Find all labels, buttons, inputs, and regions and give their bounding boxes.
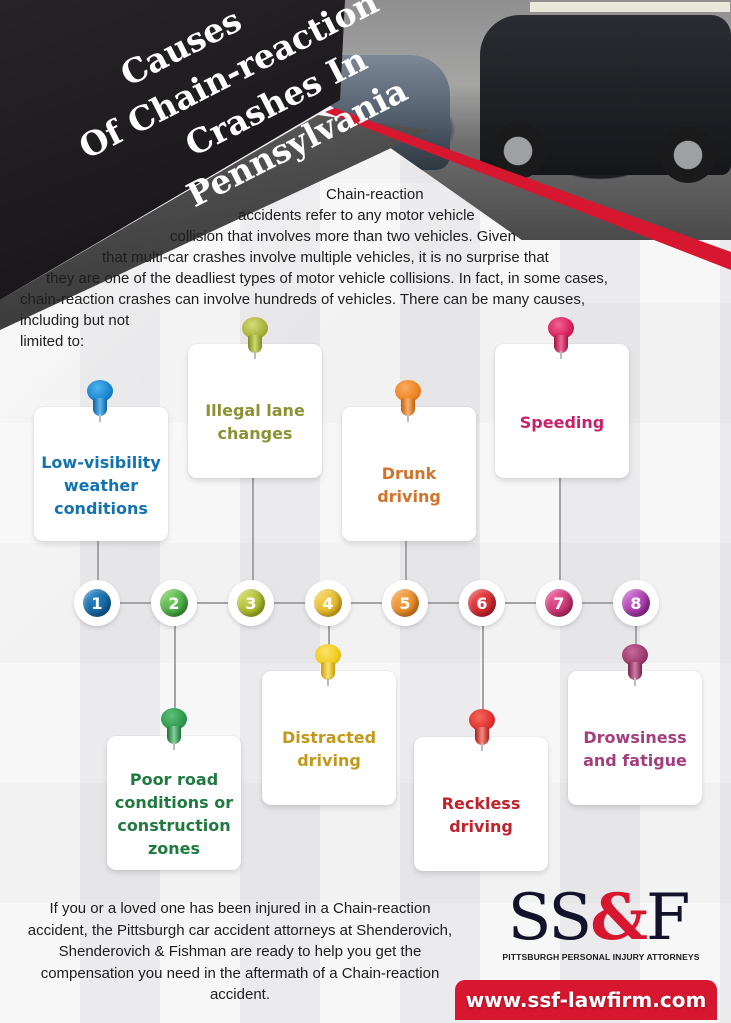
pushpin-icon xyxy=(315,644,341,688)
intro-line: chain-reaction crashes can involve hundr… xyxy=(20,291,586,308)
cause-label: Reckless driving xyxy=(441,794,521,836)
cause-card-6: Reckless driving xyxy=(414,737,548,871)
intro-line: including but not xyxy=(20,312,130,329)
pushpin-icon xyxy=(161,708,187,752)
cause-card-1: Low-visibility weather conditions xyxy=(34,407,168,541)
cause-label: Speeding xyxy=(519,412,605,432)
connector-line xyxy=(97,540,99,602)
pushpin-icon xyxy=(242,317,268,361)
intro-line: limited to: xyxy=(20,333,85,350)
intro-paragraph: Chain-reaction accidents refer to any mo… xyxy=(20,184,700,352)
intro-line: they are one of the deadliest types of m… xyxy=(46,270,608,287)
cause-card-2: Poor road conditions or construction zon… xyxy=(107,736,241,870)
logo-f: F xyxy=(645,881,690,955)
connector-line xyxy=(635,604,637,648)
photo-wheel xyxy=(660,127,716,183)
pushpin-icon xyxy=(469,709,495,753)
timeline-node-3: 3 xyxy=(228,580,274,626)
cause-card-7: Speeding xyxy=(495,344,629,478)
connector-line xyxy=(174,604,176,710)
timeline-node-4: 4 xyxy=(305,580,351,626)
cause-card-5: Drunk driving xyxy=(342,407,476,541)
intro-line: Chain-reaction xyxy=(326,186,424,203)
website-link-button[interactable]: www.ssf-lawfirm.com xyxy=(455,980,717,1020)
cause-card-4: Distracted driving xyxy=(262,671,396,805)
ssf-logo: SS&F xyxy=(478,880,718,955)
photo-suv xyxy=(480,15,731,183)
cause-card-8: Drowsiness and fatigue xyxy=(568,671,702,805)
logo-ss: SS xyxy=(507,881,593,955)
cause-card-3: Illegal lane changes xyxy=(188,344,322,478)
logo-ampersand: & xyxy=(590,880,648,955)
photo-sign xyxy=(530,2,730,12)
timeline-node-8: 8 xyxy=(613,580,659,626)
timeline-axis xyxy=(97,602,637,604)
cause-label: Low-visibility weather conditions xyxy=(41,452,161,518)
connector-line xyxy=(482,604,484,710)
connector-line xyxy=(405,540,407,602)
cause-label: Illegal lane changes xyxy=(205,401,305,443)
connector-line xyxy=(328,604,330,648)
pushpin-icon xyxy=(87,380,113,424)
intro-line: accidents refer to any motor vehicle xyxy=(238,207,475,224)
closing-paragraph: If you or a loved one has been injured i… xyxy=(27,900,453,1003)
connector-line xyxy=(559,477,561,602)
timeline-node-1: 1 xyxy=(74,580,120,626)
cause-label: Drunk driving xyxy=(377,464,441,506)
intro-line: collision that involves more than two ve… xyxy=(170,228,516,245)
intro-line: that multi-car crashes involve multiple … xyxy=(102,249,549,266)
timeline-node-6: 6 xyxy=(459,580,505,626)
pushpin-icon xyxy=(548,317,574,361)
pushpin-icon xyxy=(395,380,421,424)
timeline-node-5: 5 xyxy=(382,580,428,626)
pushpin-icon xyxy=(622,644,648,688)
timeline-node-7: 7 xyxy=(536,580,582,626)
timeline-node-2: 2 xyxy=(151,580,197,626)
cause-label: Poor road conditions or construction zon… xyxy=(114,770,234,858)
cause-label: Drowsiness and fatigue xyxy=(583,728,687,770)
connector-line xyxy=(252,477,254,602)
brand-tagline: PITTSBURGH PERSONAL INJURY ATTORNEYS xyxy=(502,952,700,962)
cause-label: Distracted driving xyxy=(281,728,377,770)
